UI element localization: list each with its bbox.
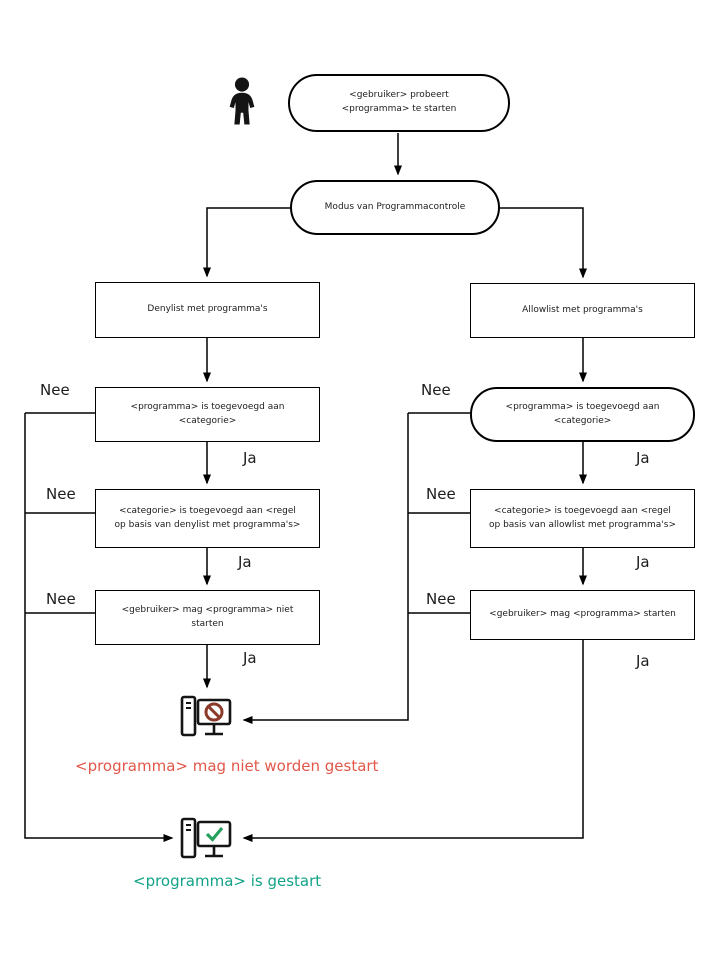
edge-label-yes: Ja <box>243 449 257 467</box>
user-icon <box>229 77 255 125</box>
edge-label-no: Nee <box>40 381 70 399</box>
edge-label-no: Nee <box>46 590 76 608</box>
edge-label-yes: Ja <box>636 553 650 571</box>
allowlist-node: Allowlist met programma's <box>470 283 695 338</box>
allow-check-program-node: <programma> is toegevoegd aan <categorie… <box>470 387 695 442</box>
allow-result-node: <gebruiker> mag <programma> starten <box>470 590 695 640</box>
edge-label-yes: Ja <box>636 652 650 670</box>
deny-check-category-node: <categorie> is toegevoegd aan <regel op … <box>95 489 320 548</box>
started-caption: <programma> is gestart <box>133 872 322 890</box>
check-icon <box>205 826 224 842</box>
denylist-node: Denylist met programma's <box>95 282 320 338</box>
start-node: <gebruiker> probeert <programma> te star… <box>288 74 510 132</box>
edge-label-no: Nee <box>46 485 76 503</box>
edge-label-no: Nee <box>421 381 451 399</box>
edge-label-yes: Ja <box>243 649 257 667</box>
edge-label-no: Nee <box>426 590 456 608</box>
deny-check-program-node: <programma> is toegevoegd aan <categorie… <box>95 387 320 442</box>
edge-label-yes: Ja <box>636 449 650 467</box>
blocked-computer-icon <box>180 695 232 737</box>
edge-label-no: Nee <box>426 485 456 503</box>
mode-node: Modus van Programmacontrole <box>290 180 500 235</box>
started-computer-icon <box>180 817 232 859</box>
edge-label-yes: Ja <box>238 553 252 571</box>
blocked-caption: <programma> mag niet worden gestart <box>75 757 379 775</box>
prohibition-icon <box>204 702 224 722</box>
allow-check-category-node: <categorie> is toegevoegd aan <regel op … <box>470 489 695 548</box>
deny-result-node: <gebruiker> mag <programma> niet starten <box>95 590 320 645</box>
